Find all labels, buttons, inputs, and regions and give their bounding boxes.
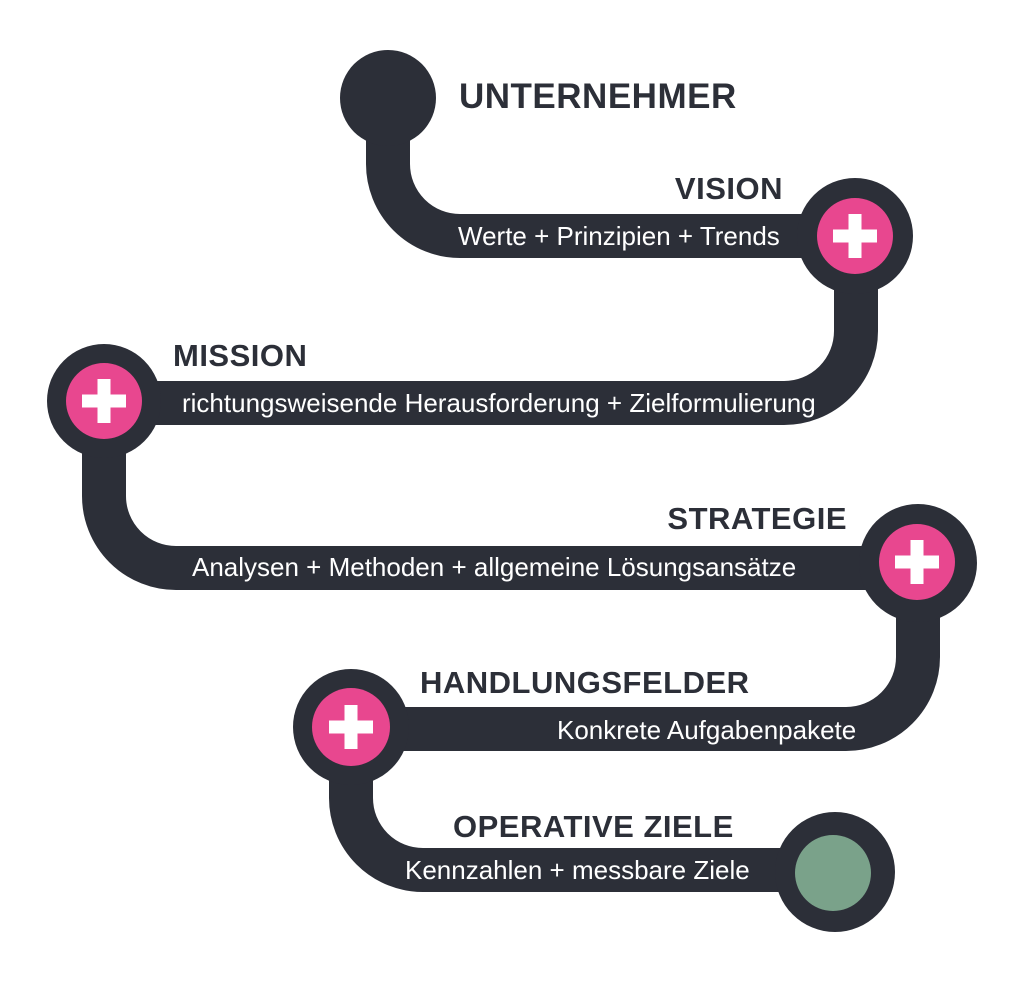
path-segment-5 — [329, 729, 835, 892]
vision-label: VISION — [674, 171, 783, 206]
strategie-subtitle: Analysen + Methoden + allgemeine Lösungs… — [192, 552, 797, 582]
mission-plus-button[interactable] — [66, 363, 142, 439]
vision-plus-icon — [833, 214, 877, 258]
path-segment-1 — [366, 98, 856, 258]
strategie-label: STRATEGIE — [667, 501, 847, 536]
strategie-plus-button[interactable] — [879, 524, 955, 600]
end-node-dot — [795, 835, 871, 911]
handlungsfelder-label: HANDLUNGSFELDER — [420, 665, 750, 700]
page-title: UNTERNEHMER — [459, 77, 737, 116]
handlungsfelder-subtitle: Konkrete Aufgabenpakete — [557, 715, 857, 745]
handlungsfelder-plus-button[interactable] — [312, 688, 390, 766]
strategie-plus-icon — [895, 540, 939, 584]
vision-plus-button[interactable] — [817, 198, 893, 274]
mission-plus-icon — [82, 379, 126, 423]
operative-ziele-label: OPERATIVE ZIELE — [453, 809, 734, 844]
start-node — [340, 50, 436, 146]
vision-subtitle: Werte + Prinzipien + Trends — [458, 221, 780, 251]
path-segment-4 — [351, 568, 940, 751]
path-segment-2 — [104, 236, 878, 425]
path-segment-3 — [82, 403, 918, 590]
mission-label: MISSION — [173, 338, 308, 373]
operative-ziele-subtitle: Kennzahlen + messbare Ziele — [405, 855, 750, 885]
handlungsfelder-plus-icon — [329, 705, 373, 749]
mission-subtitle: richtungsweisende Herausforderung + Ziel… — [182, 388, 816, 418]
